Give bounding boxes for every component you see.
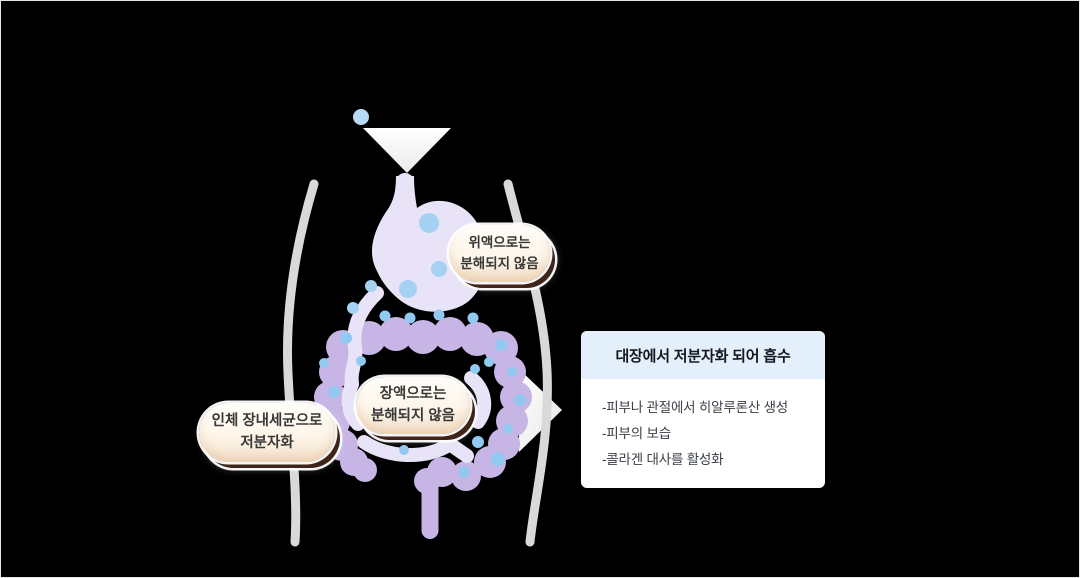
bubble-label: 장액으로는 분해되지 않음 [356, 377, 470, 434]
small-intestine [341, 286, 492, 463]
bubble-bacteria-line2: 저분자화 [240, 434, 294, 451]
info-box-body: -피부나 관절에서 히알루론산 생성 -피부의 보습 -콜라겐 대사를 활성화 [581, 379, 825, 473]
info-box-item: -콜라겐 대사를 활성화 [602, 451, 724, 467]
bubble-label: 인체 장내세균으로 저분자화 [199, 403, 335, 462]
rectum [421, 479, 439, 539]
bubble-gastric-juice: 위액으로는 분해되지 않음 [449, 225, 555, 288]
bubble-gut-bacteria: 인체 장내세균으로 저분자화 [199, 403, 340, 468]
bubble-intestinal-line1: 장액으로는 [379, 385, 447, 402]
absorption-info-box: 대장에서 저분자화 되어 흡수 -피부나 관절에서 히알루론산 생성 -피부의 … [581, 331, 825, 488]
bubble-gastric-line1: 위액으로는 [468, 235, 531, 251]
intake-particle-icon [353, 109, 369, 125]
bubble-intestinal-juice: 장액으로는 분해되지 않음 [356, 377, 475, 440]
bubble-intestinal-line2: 분해되지 않음 [370, 407, 456, 424]
bubble-label: 위액으로는 분해되지 않음 [449, 225, 550, 282]
stomach [371, 173, 486, 312]
particle-dots [318, 213, 526, 478]
bubble-bacteria-line1: 인체 장내세균으로 [211, 412, 323, 429]
body-outline-left [283, 179, 319, 547]
bubble-gastric-line2: 분해되지 않음 [460, 255, 539, 271]
info-box-item: -피부의 보습 [602, 425, 671, 441]
info-box-item: -피부나 관절에서 히알루론산 생성 [602, 400, 789, 415]
info-box-title: 대장에서 저분자화 되어 흡수 [581, 331, 825, 379]
funnel-down-arrow-icon [363, 128, 451, 173]
